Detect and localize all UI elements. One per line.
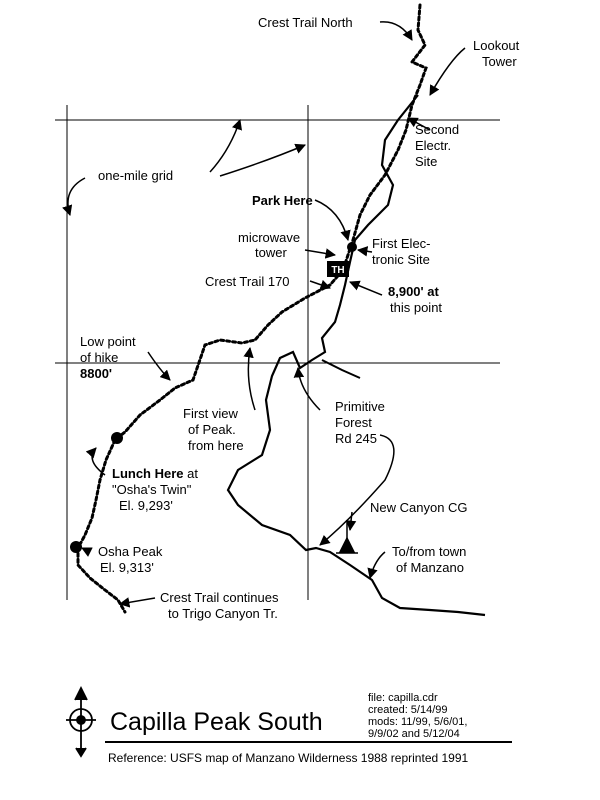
leader-arrows (62, 21, 466, 608)
svg-text:mods: 11/99, 5/6/01,: mods: 11/99, 5/6/01, (368, 716, 467, 728)
one-mile-grid-label: one-mile grid (98, 168, 173, 183)
crest-trail-170-label: Crest Trail 170 (205, 274, 290, 289)
osha-peak-elev: El. 9,313' (100, 560, 154, 575)
second-electr-label-3: Site (415, 154, 437, 169)
elevation-8900-label: 8,900' at (388, 284, 439, 299)
trailhead-marker (347, 242, 357, 252)
crest-continues-label: Crest Trail continues (160, 590, 279, 605)
peak-marker-icon (70, 541, 82, 553)
svg-text:9/9/02 and 5/12/04: 9/9/02 and 5/12/04 (368, 728, 460, 740)
first-view-label: First view (183, 406, 239, 421)
first-elec-label: First Elec- (372, 236, 431, 251)
svg-text:TH: TH (331, 265, 344, 276)
oshas-twin-label: "Osha's Twin" (112, 482, 192, 497)
elevation-8900-label-2: this point (390, 300, 442, 315)
campground-tent-icon (336, 520, 358, 554)
forest-road-245 (226, 94, 486, 617)
lookout-tower-label-2: Tower (482, 54, 517, 69)
svg-text:file: capilla.cdr: file: capilla.cdr (368, 692, 438, 704)
primitive-forest-label: Primitive (335, 399, 385, 414)
road-spur (321, 359, 361, 379)
first-elec-label-2: tronic Site (372, 252, 430, 267)
map-title: Capilla Peak South (110, 708, 323, 736)
park-here-label: Park Here (252, 193, 313, 208)
north-arrow-icon (66, 685, 96, 758)
trailhead-sign-icon: TH (327, 261, 349, 277)
second-electr-label-2: Electr. (415, 138, 451, 153)
file-info: file: capilla.cdr created: 5/14/99 mods:… (368, 692, 467, 740)
low-point-elev: 8800' (80, 366, 112, 381)
crest-trail (76, 3, 428, 614)
grid-lines (55, 105, 500, 600)
svg-text:created: 5/14/99: created: 5/14/99 (368, 704, 448, 716)
to-from-label-2: of Manzano (396, 560, 464, 575)
lunch-here-label: Lunch Here at (112, 466, 198, 481)
primitive-forest-label-2: Forest (335, 415, 372, 430)
microwave-label: microwave (238, 230, 300, 245)
osha-peak-label: Osha Peak (98, 544, 163, 559)
crest-trail-north-label: Crest Trail North (258, 15, 353, 30)
to-from-label: To/from town (392, 544, 466, 559)
reference-note: Reference: USFS map of Manzano Wildernes… (108, 751, 469, 765)
first-view-label-2: of Peak. (188, 422, 236, 437)
microwave-label-2: tower (255, 245, 287, 260)
low-point-label-2: of hike (80, 350, 118, 365)
oshas-twin-elev: El. 9,293' (119, 498, 173, 513)
crest-continues-label-2: to Trigo Canyon Tr. (168, 606, 278, 621)
first-view-label-3: from here (188, 438, 244, 453)
second-electr-label: Second (415, 122, 459, 137)
lookout-tower-label: Lookout (473, 38, 520, 53)
low-point-label: Low point (80, 334, 136, 349)
primitive-forest-label-3: Rd 245 (335, 431, 377, 446)
new-canyon-cg-label: New Canyon CG (370, 500, 468, 515)
map-labels: Crest Trail North Lookout Tower Second E… (80, 15, 520, 621)
peak-marker-icon (111, 432, 123, 444)
